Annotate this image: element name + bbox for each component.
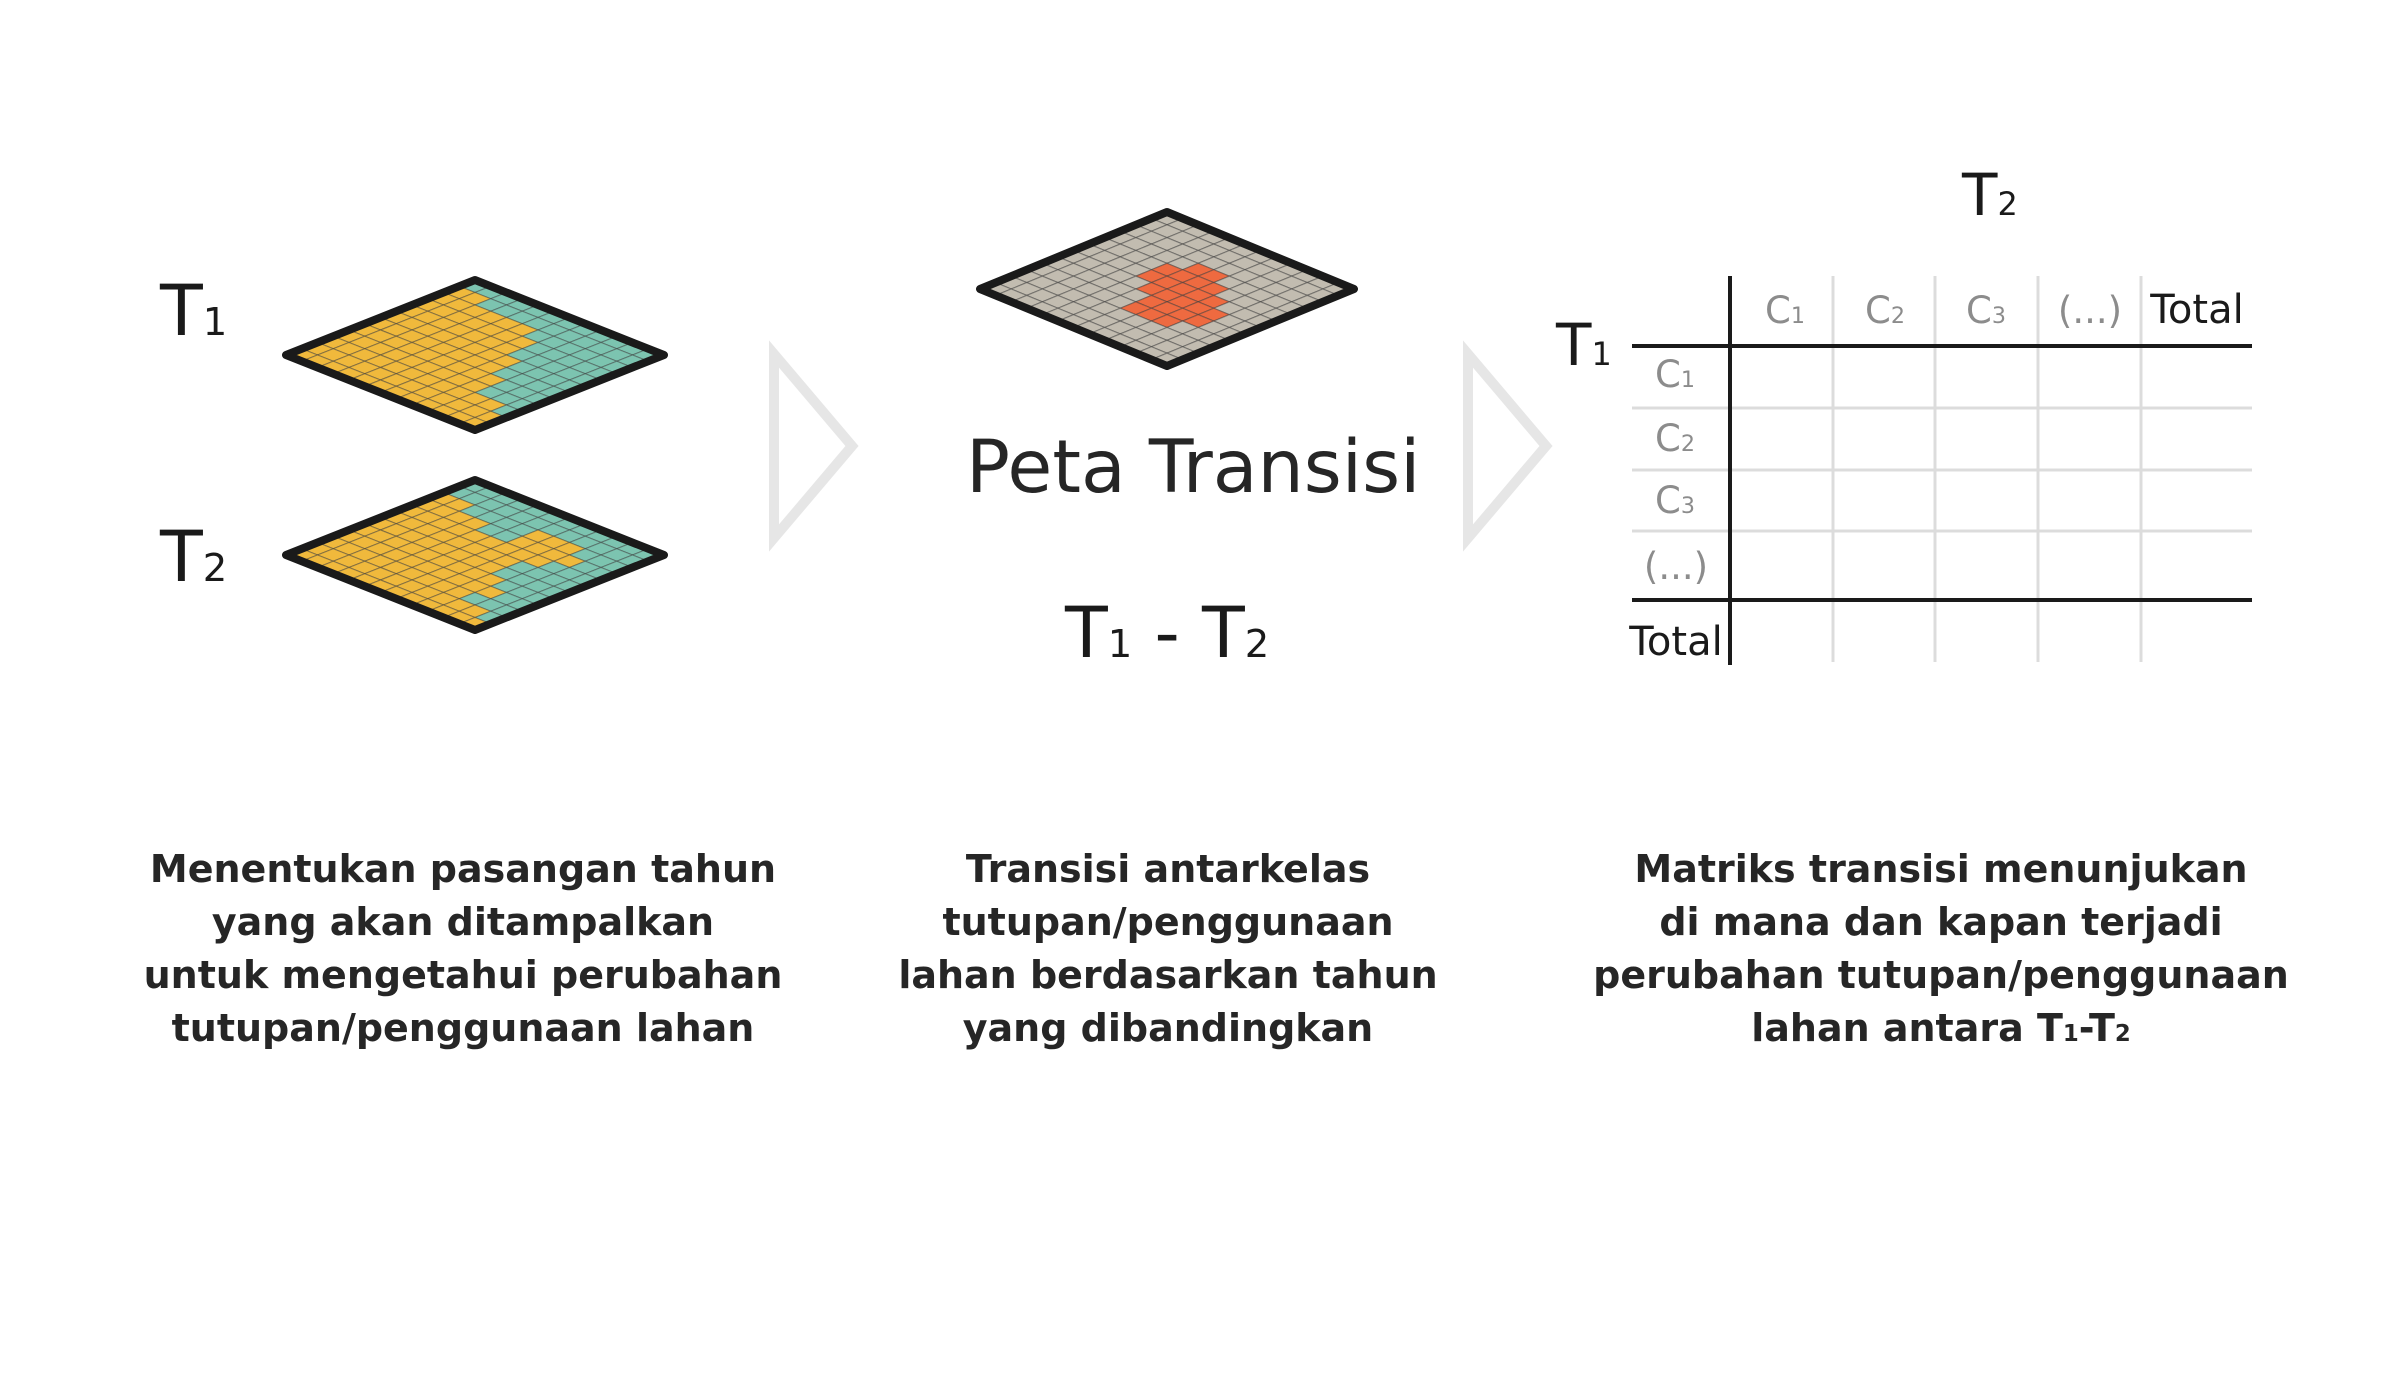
matrix-row-header: C1 <box>1655 353 1695 396</box>
transition-matrix-grid <box>1632 276 2252 665</box>
period-separator: - <box>1132 592 1203 674</box>
arrow-right-icon <box>769 340 859 552</box>
caption-line: di mana dan kapan terjadi <box>1659 900 2223 944</box>
t2-map-label: T2 <box>160 522 227 592</box>
matrix-column-axis-label: T2 <box>1962 166 2018 224</box>
t2-label-letter: T <box>160 516 203 598</box>
period-t2-letter: T <box>1202 592 1245 674</box>
period-t1-letter: T <box>1065 592 1108 674</box>
caption-line: lahan antara T1-T2 <box>1751 1006 2131 1050</box>
caption-select-years: Menentukan pasangan tahun yang akan dita… <box>113 843 813 1055</box>
row-axis-letter: T <box>1556 311 1592 379</box>
caption-line: perubahan tutupan/penggunaan <box>1593 953 2289 997</box>
caption-line: tutupan/penggunaan lahan <box>171 1006 755 1050</box>
matrix-column-header: C1 <box>1765 289 1805 332</box>
t2-label-subscript: 2 <box>202 546 228 591</box>
col-axis-letter: T <box>1962 161 1998 229</box>
period-t2-subscript: 2 <box>1244 622 1270 667</box>
caption-line: Transisi antarkelas <box>965 847 1371 891</box>
matrix-row-header: (...) <box>1643 545 1709 588</box>
row-axis-subscript: 1 <box>1591 335 1612 373</box>
matrix-row-total-header: Total <box>1629 619 1723 665</box>
matrix-column-header: C2 <box>1865 289 1905 332</box>
t1-map-label: T1 <box>160 276 227 346</box>
t1-label-subscript: 1 <box>202 300 228 345</box>
caption-line: untuk mengetahui perubahan <box>143 953 783 997</box>
t1-label-letter: T <box>160 270 203 352</box>
caption-line: Matriks transisi menunjukan <box>1634 847 2248 891</box>
caption-transition-map: Transisi antarkelas tutupan/penggunaan l… <box>818 843 1518 1055</box>
map-outline <box>976 208 1358 370</box>
land-cover-map-t1 <box>282 276 668 434</box>
matrix-column-total-header: Total <box>2150 287 2244 333</box>
matrix-column-header: C3 <box>1966 289 2006 332</box>
comparison-period-label: T1 - T2 <box>1065 598 1269 668</box>
caption-transition-matrix: Matriks transisi menunjukan di mana dan … <box>1591 843 2291 1061</box>
transition-map <box>976 208 1358 370</box>
matrix-row-header: C3 <box>1655 479 1695 522</box>
caption-line: lahan berdasarkan tahun <box>898 953 1438 997</box>
caption-line: Menentukan pasangan tahun <box>149 847 777 891</box>
caption-line: yang dibandingkan <box>962 1006 1374 1050</box>
land-cover-map-t2 <box>282 476 668 634</box>
map-outline <box>282 276 668 434</box>
map-outline <box>282 476 668 634</box>
matrix-row-header: C2 <box>1655 417 1695 460</box>
transition-map-title: Peta Transisi <box>966 425 1421 510</box>
caption-line: yang akan ditampalkan <box>211 900 715 944</box>
matrix-column-header: (...) <box>2057 289 2123 332</box>
col-axis-subscript: 2 <box>1997 185 2018 223</box>
period-t1-subscript: 1 <box>1107 622 1133 667</box>
matrix-row-axis-label: T1 <box>1556 316 1612 374</box>
arrow-right-icon <box>1463 340 1553 552</box>
caption-line: tutupan/penggunaan <box>942 900 1394 944</box>
